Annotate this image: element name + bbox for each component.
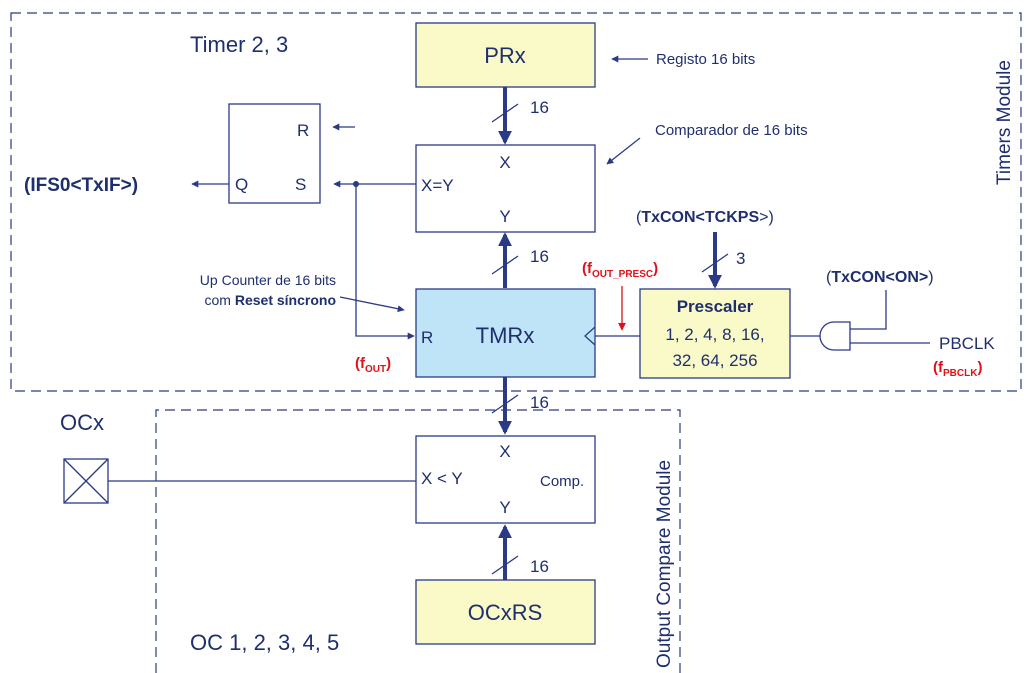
tmrx-counter: [415, 288, 596, 378]
prescaler-block: [639, 288, 791, 379]
ocx-pin-label: OCx: [60, 410, 104, 435]
prx-bus-width: 16: [530, 98, 549, 117]
fout-label: (fOUT): [355, 355, 391, 375]
oc-comparator-op-label: X < Y: [421, 469, 463, 488]
comparator-op-label: X=Y: [421, 176, 454, 195]
tmrx-compare-bus-slash: [491, 255, 519, 275]
tmrx-oc-bus-slash: [491, 394, 519, 414]
counter-note-line1: Up Counter de 16 bits: [200, 272, 336, 288]
ocxrs-label: OCxRS: [468, 600, 543, 625]
comparator-note-arrow: [606, 137, 641, 165]
oc-comparator-x-label: X: [499, 442, 510, 461]
oc-comparator-comp-label: Comp.: [540, 473, 584, 490]
oc-comparator-y-label: Y: [499, 498, 510, 517]
tmrx-reset-label: R: [421, 328, 433, 347]
and-gate: [819, 321, 851, 351]
comparator-note: Comparador de 16 bits: [655, 122, 808, 139]
prx-note: Registo 16 bits: [656, 51, 755, 68]
ocxrs-register: [415, 579, 596, 645]
output-compare-module-frame: [155, 409, 681, 673]
comparator-y-label: Y: [499, 207, 510, 226]
timers-module-side-label: Timers Module: [994, 60, 1015, 185]
counter-note-line2: com Reset síncrono: [205, 292, 336, 308]
ocx-pin-cross-b: [63, 458, 109, 504]
tckps-bus-width: 3: [736, 249, 745, 268]
ocxrs-bus-width: 16: [530, 557, 549, 576]
flipflop-q-label: Q: [235, 175, 248, 194]
prescaler-title: Prescaler: [677, 297, 754, 316]
comparator-block: [415, 144, 596, 233]
timers-module-title: Timer 2, 3: [190, 32, 288, 57]
flipflop-s-label: S: [295, 175, 306, 194]
on-control-label: (TxCON<ON>): [826, 269, 934, 286]
prescaler-ratios-line1: 1, 2, 4, 8, 16,: [665, 325, 764, 344]
timers-module-frame: [10, 12, 1022, 392]
oc-module-side-label: Output Compare Module: [654, 460, 675, 668]
tmrx-clock-input: [584, 326, 596, 346]
on-control-wire: [850, 290, 887, 330]
flipflop-block: [228, 103, 321, 204]
prx-label: PRx: [484, 43, 526, 68]
comparator-x-label: X: [499, 153, 510, 172]
fout-presc-label: (fOUT_PRESC): [582, 260, 658, 280]
ocxrs-bus-slash: [491, 555, 519, 575]
tmrx-compare-bus-width: 16: [530, 247, 549, 266]
oc-module-title: OC 1, 2, 3, 4, 5: [190, 630, 339, 655]
tckps-bus-slash: [701, 253, 729, 273]
fpbclk-label: (fPBCLK): [933, 359, 982, 379]
pbclk-label: PBCLK: [939, 334, 995, 353]
flipflop-output-label: (IFS0<TxIF>): [24, 175, 138, 196]
oc-comparator-block: [415, 435, 596, 524]
tckps-label: (TxCON<TCKPS>): [636, 209, 774, 226]
prescaler-ratios-line2: 32, 64, 256: [672, 351, 757, 370]
flipflop-r-label: R: [297, 121, 309, 140]
tmrx-label: TMRx: [476, 323, 535, 348]
reset-feedback-wire: [355, 184, 415, 340]
prx-bus-slash: [491, 103, 519, 123]
counter-note-arrow: [339, 296, 405, 313]
tmrx-oc-bus-width: 16: [530, 393, 549, 412]
